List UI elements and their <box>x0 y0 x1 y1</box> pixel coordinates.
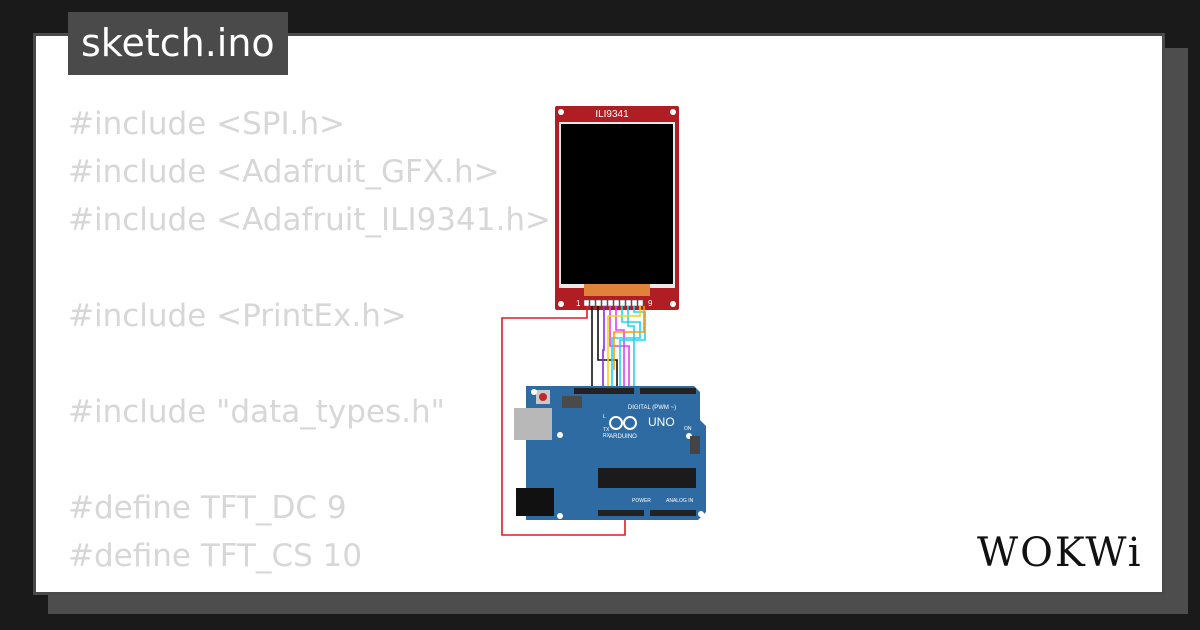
circuit-diagram: ILI9341 1 9 <box>501 106 706 536</box>
wires <box>501 306 646 536</box>
pin-first-label: 1 <box>576 299 581 308</box>
pin-last-label: 9 <box>648 299 653 308</box>
microcontroller-chip <box>598 468 696 488</box>
code-line: #include "data_types.h" <box>68 394 445 430</box>
power-jack <box>516 488 554 516</box>
analog-label: ANALOG IN <box>666 498 694 504</box>
code-line <box>68 340 551 388</box>
logo-text: WOKWi <box>977 530 1143 576</box>
code-preview: #include <SPI.h> #include <Adafruit_GFX.… <box>68 100 551 580</box>
code-line: #include <Adafruit_GFX.h> <box>68 154 500 190</box>
arduino-uno-board[interactable]: DIGITAL (PWM ~) UNO ARDUINO TX RX L ON P… <box>514 386 706 520</box>
arduino-infinity-icon <box>609 416 637 430</box>
wokwi-logo: WOKWi <box>977 530 1143 576</box>
rx-label: RX <box>603 433 611 439</box>
tx-label: TX <box>603 427 610 433</box>
code-line: #define TFT_CS 10 <box>68 538 363 574</box>
code-line: #include <PrintEx.h> <box>68 298 407 334</box>
code-line <box>68 244 551 292</box>
sketch-title: sketch.ino <box>68 12 288 75</box>
board-brand: ARDUINO <box>609 434 637 440</box>
code-line <box>68 436 551 484</box>
on-label: ON <box>684 426 692 432</box>
l-label: L <box>603 414 606 420</box>
power-label: POWER <box>632 498 651 504</box>
ili9341-display[interactable]: ILI9341 1 9 <box>555 106 679 310</box>
display-label: ILI9341 <box>595 109 629 120</box>
usb-port <box>514 408 552 440</box>
code-line: #include <SPI.h> <box>68 106 346 142</box>
code-line: #define TFT_DC 9 <box>68 490 347 526</box>
board-model: UNO <box>648 415 675 429</box>
tft-screen <box>561 124 673 284</box>
code-line: #include <Adafruit_ILI9341.h> <box>68 202 551 238</box>
digital-label: DIGITAL (PWM ~) <box>628 405 676 411</box>
